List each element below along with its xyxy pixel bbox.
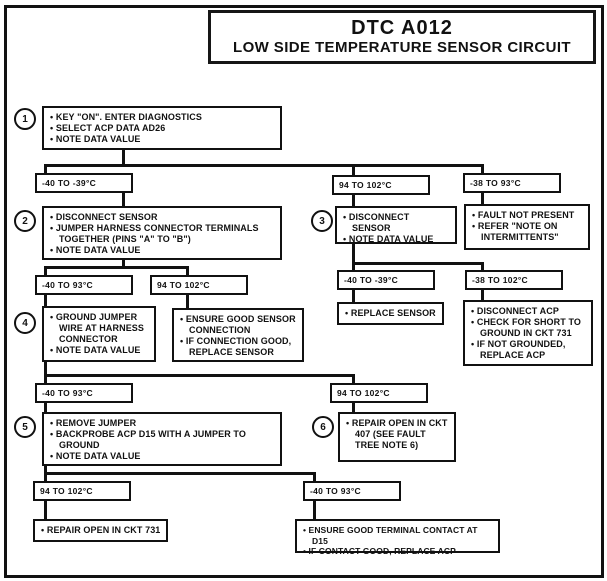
branch-label: 94 TO 102°C [33,481,131,501]
ensure-terminal-box: ENSURE GOOD TERMINAL CONTACT AT D15 IF C… [295,519,500,556]
connector [481,193,484,204]
connector [481,290,484,300]
step2-box: DISCONNECT SENSOR JUMPER HARNESS CONNECT… [42,206,282,260]
connector [352,374,355,383]
fault-not-present-box: FAULT NOT PRESENT REFER "NOTE ON INTERMI… [464,204,590,250]
connector [352,290,355,302]
connector [44,472,316,475]
step-number-1: 1 [14,108,36,130]
fault-bullet: FAULT NOT PRESENT [472,210,582,221]
connector [44,266,47,275]
ensure-terminal-bullet: ENSURE GOOD TERMINAL CONTACT AT D15 [303,525,492,546]
branch-label: -40 TO 93°C [35,275,133,295]
branch-label: 94 TO 102°C [150,275,248,295]
step-number-5-label: 5 [22,421,28,433]
step1-box: KEY "ON". ENTER DIAGNOSTICS SELECT ACP D… [42,106,282,150]
branch-label: -38 TO 102°C [465,270,563,290]
connector [186,295,189,308]
step5-box: REMOVE JUMPER BACKPROBE ACP D15 WITH A J… [42,412,282,466]
branch-label: -40 TO 93°C [303,481,401,501]
connector [44,266,189,269]
replace-sensor-bullet: REPLACE SENSOR [345,308,436,319]
disconnect-acp-bullet: IF NOT GROUNDED, REPLACE ACP [471,339,585,361]
fault-bullet: REFER "NOTE ON INTERMITTENTS" [472,221,582,243]
connector [352,195,355,206]
connector [122,260,125,269]
step1-bullet: SELECT ACP DATA AD26 [50,123,274,134]
connector [352,262,355,270]
connector [313,501,316,519]
connector [44,164,484,167]
ensure-sensor-bullet: ENSURE GOOD SENSOR CONNECTION [180,314,296,336]
connector [44,466,47,475]
step1-bullet: KEY "ON". ENTER DIAGNOSTICS [50,112,274,123]
disconnect-acp-box: DISCONNECT ACP CHECK FOR SHORT TO GROUND… [463,300,593,366]
branch-label: 94 TO 102°C [330,383,428,403]
connector [122,193,125,206]
step-number-4-label: 4 [22,317,28,329]
branch-label: -40 TO -39°C [337,270,435,290]
step1-bullet: NOTE DATA VALUE [50,134,274,145]
ensure-terminal-bullet: IF CONTACT GOOD, REPLACE ACP [303,546,492,557]
step3-bullet: NOTE DATA VALUE [343,234,449,245]
page-title: LOW SIDE TEMPERATURE SENSOR CIRCUIT [233,39,571,56]
step5-bullet: REMOVE JUMPER [50,418,274,429]
step2-bullet: NOTE DATA VALUE [50,245,274,256]
dtc-code: DTC A012 [351,17,453,39]
branch-label: -38 TO 93°C [463,173,561,193]
step-number-4: 4 [14,312,36,334]
connector [481,262,484,270]
connector [44,164,47,173]
connector [352,403,355,412]
connector [186,266,189,275]
repair-ckt731-bullet: REPAIR OPEN IN CKT 731 [41,525,160,536]
connector [352,262,484,265]
step3-box: DISCONNECT SENSOR NOTE DATA VALUE [335,206,457,244]
repair-ckt731-box: REPAIR OPEN IN CKT 731 [33,519,169,542]
step2-bullet: DISCONNECT SENSOR [50,212,274,223]
step-number-1-label: 1 [22,113,28,125]
step4-box: GROUND JUMPER WIRE AT HARNESS CONNECTOR … [42,306,156,362]
step-number-6-label: 6 [320,421,326,433]
connector [44,374,355,377]
step-number-6: 6 [312,416,334,438]
connector [313,472,316,481]
connector [352,244,355,265]
connector [44,374,47,383]
step4-bullet: GROUND JUMPER WIRE AT HARNESS CONNECTOR [50,312,148,345]
connector [481,164,484,173]
connector [122,150,125,167]
ensure-sensor-bullet: IF CONNECTION GOOD, REPLACE SENSOR [180,336,296,358]
connector [44,362,47,377]
connector [44,295,47,306]
step-number-2: 2 [14,210,36,232]
disconnect-acp-bullet: CHECK FOR SHORT TO GROUND IN CKT 731 [471,317,585,339]
branch-label: -40 TO -39°C [35,173,133,193]
branch-label: 94 TO 102°C [332,175,430,195]
replace-sensor-box: REPLACE SENSOR [337,302,444,325]
step-number-3-label: 3 [319,215,325,227]
page-border-frame [4,5,604,578]
connector [352,164,355,175]
step-number-2-label: 2 [22,215,28,227]
step6-bullet: REPAIR OPEN IN CKT 407 (SEE FAULT TREE N… [346,418,448,451]
connector [44,403,47,412]
step5-bullet: BACKPROBE ACP D15 WITH A JUMPER TO GROUN… [50,429,274,451]
connector [44,472,47,481]
ensure-sensor-box: ENSURE GOOD SENSOR CONNECTION IF CONNECT… [172,308,304,362]
connector [44,501,47,519]
step5-bullet: NOTE DATA VALUE [50,451,274,462]
disconnect-acp-bullet: DISCONNECT ACP [471,306,585,317]
step3-bullet: DISCONNECT SENSOR [343,212,449,234]
step-number-5: 5 [14,416,36,438]
branch-label: -40 TO 93°C [35,383,133,403]
step6-box: REPAIR OPEN IN CKT 407 (SEE FAULT TREE N… [338,412,456,462]
step-number-3: 3 [311,210,333,232]
step4-bullet: NOTE DATA VALUE [50,345,148,356]
step2-bullet: JUMPER HARNESS CONNECTOR TERMINALS TOGET… [50,223,274,245]
title-box: DTC A012 LOW SIDE TEMPERATURE SENSOR CIR… [208,10,596,64]
